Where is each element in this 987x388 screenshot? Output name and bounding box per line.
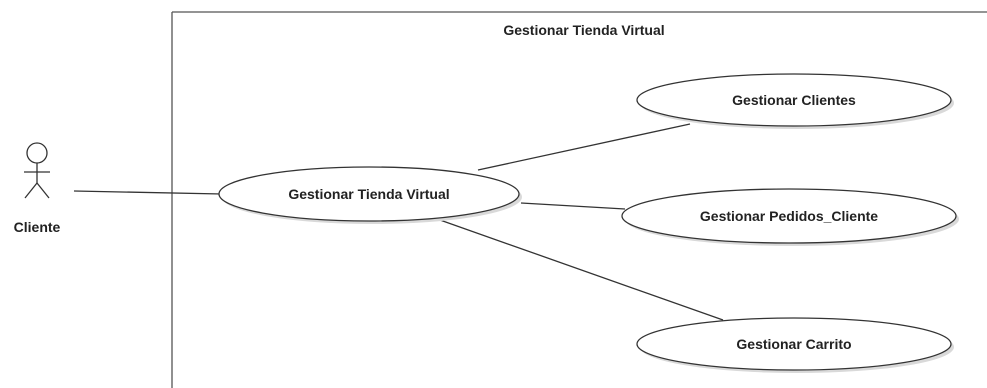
association-main-clientes [477, 123, 691, 171]
actor-left-leg [24, 182, 38, 199]
associations [73, 123, 724, 321]
use-case-carrito[interactable]: Gestionar Carrito [636, 317, 954, 373]
association-actor-main [73, 190, 223, 195]
actor-head [26, 142, 48, 164]
use-case-main[interactable]: Gestionar Tienda Virtual [218, 166, 522, 224]
use-case-carrito-label: Gestionar Carrito [736, 336, 851, 352]
use-case-pedidos-label: Gestionar Pedidos_Cliente [700, 208, 878, 224]
use-case-clientes[interactable]: Gestionar Clientes [636, 73, 954, 129]
system-title: Gestionar Tienda Virtual [503, 22, 664, 38]
use-case-clientes-label: Gestionar Clientes [732, 92, 856, 108]
use-case-main-label: Gestionar Tienda Virtual [288, 186, 449, 202]
association-main-carrito [439, 219, 724, 321]
actor-label: Cliente [14, 219, 61, 235]
use-case-pedidos[interactable]: Gestionar Pedidos_Cliente [621, 188, 959, 246]
actor-right-leg [36, 182, 50, 199]
association-main-pedidos [520, 202, 626, 210]
actor-cliente[interactable] [24, 142, 50, 199]
system-boundary: Gestionar Tienda Virtual [171, 11, 987, 388]
